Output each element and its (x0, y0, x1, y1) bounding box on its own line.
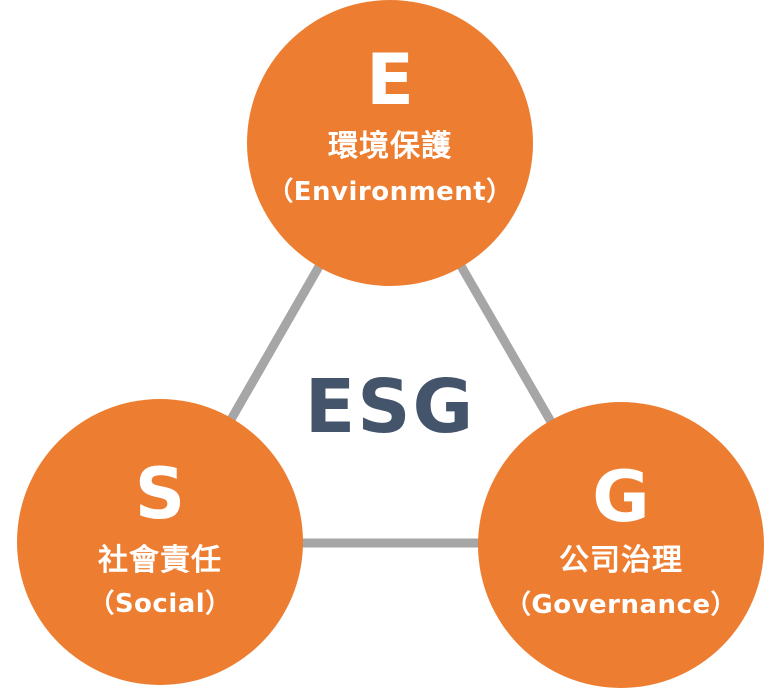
node-title-zh: 環境保護 (328, 129, 452, 164)
node-title-en: （Environment） (267, 177, 513, 207)
node-environment: E 環境保護 （Environment） (247, 0, 533, 286)
node-governance: G 公司治理 （Governance） (478, 402, 764, 688)
node-letter: E (366, 39, 414, 121)
node-letter: S (134, 453, 186, 535)
node-title-en: （Social） (88, 589, 232, 619)
node-social: S 社會責任 （Social） (17, 399, 303, 685)
node-title-zh: 社會責任 (98, 543, 222, 578)
node-title-en: （Governance） (504, 590, 738, 620)
node-letter: G (592, 456, 650, 538)
center-label-esg: ESG (304, 364, 476, 450)
node-title-zh: 公司治理 (559, 543, 683, 578)
